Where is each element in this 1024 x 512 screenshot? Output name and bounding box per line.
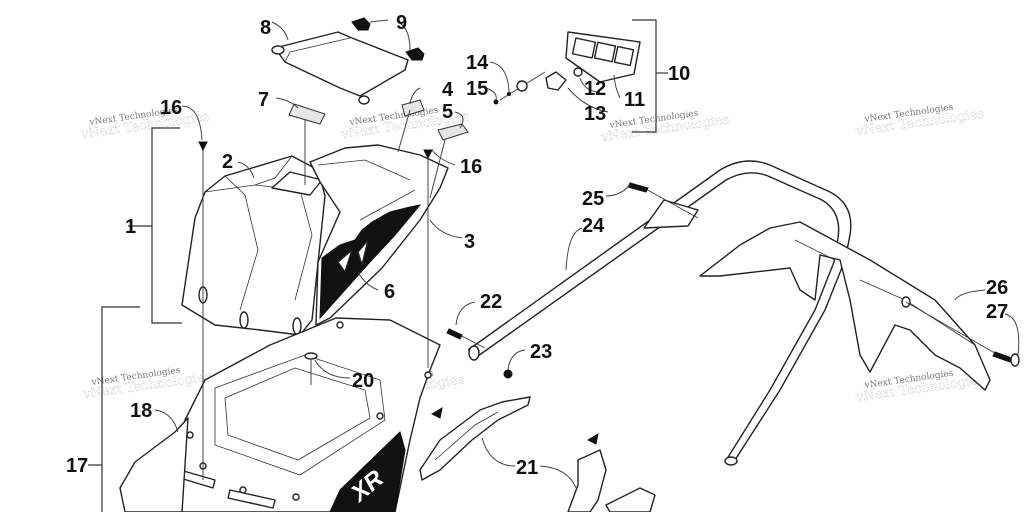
callout-13: 13 (584, 103, 606, 125)
callout-6: 6 (384, 281, 395, 303)
callout-22: 22 (480, 291, 502, 313)
callout-26: 26 (986, 277, 1008, 299)
callout-8: 8 (260, 17, 271, 39)
callout-17: 17 (66, 455, 88, 477)
part-21-brackets (419, 396, 656, 512)
part-9-clips (351, 17, 425, 61)
callout-18: 18 (130, 400, 152, 422)
callout-25: 25 (582, 188, 604, 210)
decal-4 (401, 99, 425, 117)
callout-21: 21 (516, 457, 538, 479)
leaders (88, 19, 1020, 512)
callout-10: 10 (668, 63, 690, 85)
callout-7: 7 (258, 89, 269, 111)
callout-27: 27 (986, 301, 1008, 323)
callout-24: 24 (582, 215, 605, 237)
callout-2: 2 (222, 151, 233, 173)
part-18-side-panel (119, 417, 189, 512)
callout-20: 20 (352, 370, 374, 392)
decal-7 (288, 103, 326, 125)
part-13-socket (545, 71, 567, 91)
callout-12: 12 (584, 78, 606, 100)
callout-5: 5 (442, 101, 453, 123)
callout-9: 9 (396, 12, 407, 34)
callout-3: 3 (464, 231, 475, 253)
part-26-snow-flap (699, 221, 1020, 391)
callout-11: 11 (624, 89, 645, 111)
part-17-storage: XR (179, 317, 441, 512)
callout-15: 15 (466, 78, 488, 100)
part-24-bumper (446, 160, 852, 466)
callout-16b: 16 (460, 156, 482, 178)
callout-4: 4 (442, 79, 454, 101)
callout-16a: 16 (160, 97, 182, 119)
callout-23: 23 (530, 341, 552, 363)
part-6-graphic (319, 204, 422, 320)
callout-1: 1 (125, 216, 136, 238)
callouts: 1 2 3 4 5 6 7 8 9 10 11 12 13 14 15 16 1… (66, 12, 1008, 479)
part-10-taillight (493, 31, 641, 105)
callout-14: 14 (466, 52, 489, 74)
part-8-plate (271, 31, 409, 105)
